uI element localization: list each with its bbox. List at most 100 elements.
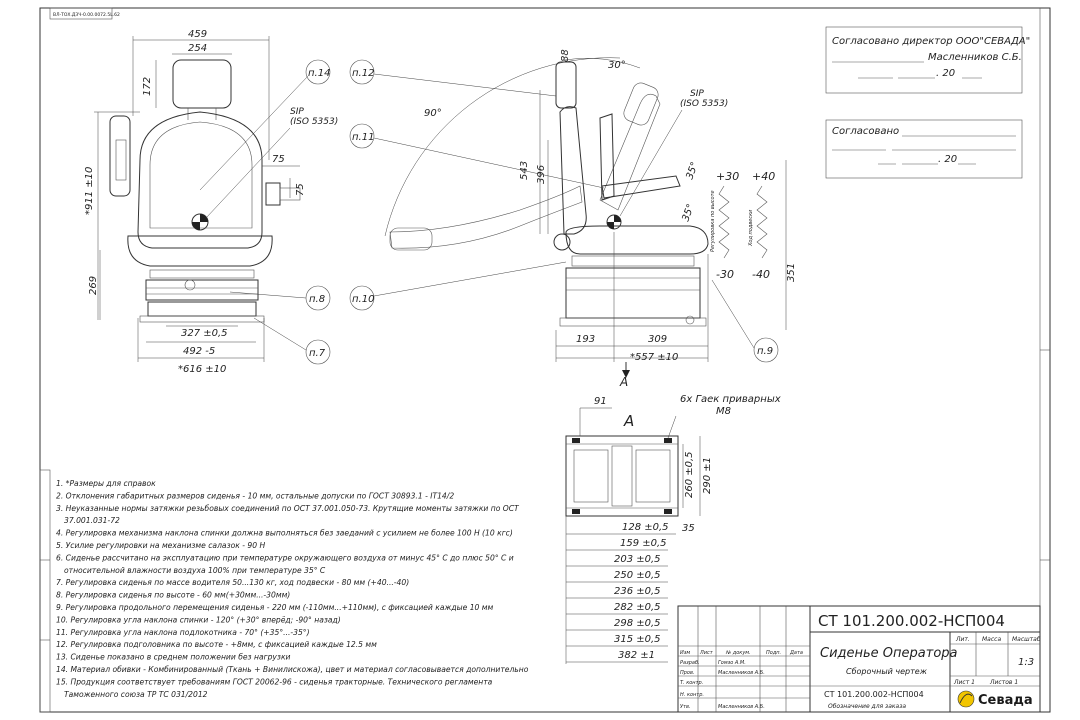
front-dim-4: *911 ±10 [84,167,95,215]
technical-notes: 1. *Размеры для справок 2. Отклонения габ… [56,479,529,699]
left-binding-strip [39,469,51,713]
callout-p12-bubble [349,59,375,85]
view-a-dim-2: 260 ±0,5 [684,451,695,498]
approval-top-line2: Масленников С.Б. [928,52,1022,63]
side-dim-11: 351 [786,263,797,282]
note-line: 3. Неуказанные нормы затяжки резьбовых с… [56,504,520,513]
view-a-dim-8: 250 ±0,5 [614,570,661,581]
front-dim-6: 75 [272,154,285,165]
side-sip-label: SIP [690,89,704,99]
view-a-arrow-letter: А [619,375,628,389]
company-name: Севада [978,693,1033,708]
view-a-dim-12: 315 ±0,5 [614,634,661,645]
height-adj-minus: -30 [716,268,734,281]
nut-note-line1: 6х Гаек приварных [680,394,781,405]
row-name-5: Масленников А.Б. [718,704,765,710]
col-lit: Лит. [955,636,970,643]
approval-top-line1: Согласовано директор ООО"СЕВАДА" [832,36,1030,47]
hdr-date: Дата [789,650,803,656]
front-view: 459 254 172 *911 ±10 269 75 75 327 ±0,5 … [84,29,338,375]
col-scale: Масштаб [1012,636,1041,643]
callout-p9: п.9 [757,346,773,357]
side-backrest [559,106,587,235]
hdr-sign: Подп. [766,650,781,656]
note-line: 2. Отклонения габаритных размеров сидень… [56,491,454,500]
approval-second-box: Согласовано . 20 [825,119,1023,179]
view-a-dim-11: 298 ±0,5 [614,618,661,629]
callout-p7: п.7 [309,348,326,359]
note-line: Таможенного союза ТР ТС 031/2012 [64,690,208,699]
note-line: 37.001.031-72 [64,516,120,525]
approval-second-date: . 20 [938,154,957,165]
armrest-right [265,182,281,206]
note-line: 10. Регулировка угла наклона спинки - 12… [56,615,341,624]
scale-value: 1:3 [1018,657,1034,668]
note-line: 5. Усилие регулировки на механизме салаз… [56,541,265,550]
view-a-title: А [623,412,634,430]
callout-p10-bubble [349,285,375,311]
callout-p12: п.12 [352,68,374,79]
doc-number: СТ 101.200.002-НСП004 [818,612,1005,630]
row-role-2: Пров. [680,670,695,676]
side-dim-1: 88 [560,49,571,62]
row-name-2: Масленников А.Б. [718,670,765,676]
callout-p11-bubble [349,123,375,149]
side-dim-7: 35° [680,203,696,223]
side-dim-4: 543 [519,161,530,180]
doc-number-small: СТ 101.200.002-НСП004 [824,690,924,699]
row-name-1: Гомзо А.М. [718,660,746,666]
side-headrest [555,61,577,109]
view-a-dim-9: 236 ±0,5 [614,586,661,597]
approval-top-date: . 20 [936,68,955,79]
view-a-dim-10: 282 ±0,5 [614,602,661,613]
side-sip-iso: (ISO 5353) [680,99,728,109]
callout-p7-bubble [305,339,331,365]
headrest [172,59,232,109]
sheet-frame [39,7,1051,713]
callout-p14-bubble [305,59,331,85]
row-role-5: Утв. [680,704,691,710]
note-line: 13. Сиденье показано в среднем положении… [56,653,291,662]
note-line: 12. Регулировка подголовника по высоте -… [56,640,377,649]
view-a-dim-5: 128 ±0,5 [622,522,669,533]
side-dim-9: 309 [648,334,667,345]
note-line: относительной влажности воздуха 100% при… [64,566,326,575]
front-dim-8: 327 ±0,5 [181,328,228,339]
note-line: 14. Материал обивки - Комбинированный (Т… [56,665,529,674]
hdr-list: Лист [699,650,714,656]
callout-p8: п.8 [309,294,325,305]
height-adj-label: Регулировка по высоте [710,190,716,252]
front-dim-3: 172 [142,77,153,96]
approval-second-line1: Согласовано [832,126,899,137]
callout-p8-bubble [305,285,331,311]
callout-p14: п.14 [308,68,330,79]
callout-p11: п.11 [352,132,374,143]
suspension-base [149,269,255,279]
note-line: 15. Продукция соответствует требованиям … [56,677,493,686]
suspension-label: Ход подвески [748,209,754,247]
seat-cushion [127,235,273,267]
view-a-dim-6: 159 ±0,5 [620,538,667,549]
callout-p10: п.10 [352,294,374,305]
note-line: 8. Регулировка сиденья по высоте - 60 мм… [56,591,290,600]
product-name: Сиденье Оператора [820,646,958,661]
hdr-izm: Изм [680,650,690,656]
side-dim-6: 35° [684,161,700,181]
note-line: 1. *Размеры для справок [56,479,156,488]
front-dim-10: *616 ±10 [178,364,226,375]
approval-top-box: Согласовано директор ООО"СЕВАДА" Масленн… [825,26,1030,94]
side-dim-2: 30° [608,60,626,71]
side-dim-10: *557 ±10 [630,352,678,363]
side-suspension [565,267,701,319]
note-line: 4. Регулировка механизма наклона спинки … [56,529,513,538]
doc-code-stamp: ВЛ-ТОХ.ДЗЧ-0.00.0072.5L.62 [53,12,120,18]
suspension-minus: -40 [752,268,770,281]
side-cushion [565,225,709,255]
row-role-1: Разраб. [680,660,700,666]
front-dim-7: 75 [295,183,306,196]
nut-note-line2: М8 [716,406,731,417]
view-a-dim-13: 382 ±1 [618,650,655,661]
side-dim-3: 90° [424,108,442,119]
row-role-4: Н. контр. [680,692,704,698]
